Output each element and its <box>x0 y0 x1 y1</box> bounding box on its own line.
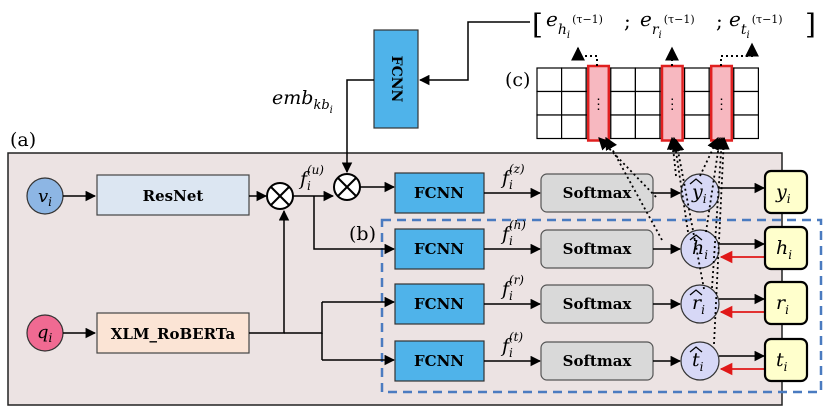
dotted-link-pred-r-to-r-column <box>671 138 705 290</box>
image-input-label: vi <box>38 186 52 209</box>
table-cell <box>560 114 587 140</box>
kb-fcnn-box <box>373 29 419 129</box>
formula-term-t: eti(τ−1) <box>729 7 783 41</box>
hat-accent-h <box>689 234 703 241</box>
softmax-label-h: Softmax <box>563 240 633 258</box>
kb-fcnn-label: FCNN <box>388 56 404 103</box>
fcnn-label-z: FCNN <box>414 184 464 202</box>
panel-a-label: (a) <box>10 129 36 151</box>
dotted-link-pred-z-to-h-column <box>598 137 657 198</box>
formula-term-h: ehi(τ−1) <box>546 7 603 41</box>
embedding-table: ⋮ ⋮ ⋮ <box>536 64 759 345</box>
panel-b-dashed-box <box>380 218 823 394</box>
multiply-fusion-node-1 <box>266 182 294 210</box>
fcnn-box-h <box>394 228 485 270</box>
prediction-label-t: ti <box>692 349 704 374</box>
xlm-roberta-encoder-label: XLM_RoBERTa <box>111 325 236 343</box>
target-box-t <box>763 337 809 383</box>
dotted-link-pred-h-to-r-column <box>669 136 689 233</box>
table-cell <box>536 114 563 140</box>
target-box-r <box>763 280 809 326</box>
panel-c-label: (c) <box>505 69 530 91</box>
dotted-link-h-to-formula <box>571 46 598 66</box>
fcnn-label-h: FCNN <box>414 240 464 258</box>
target-label-h: hi <box>776 237 792 262</box>
fcnn-label-r: FCNN <box>414 295 464 313</box>
resnet-encoder-box <box>96 174 250 216</box>
embedding-ellipsis-t: ⋮ <box>715 96 729 112</box>
dotted-link-pred-h-to-t-column <box>705 136 725 233</box>
fcnn-label-t: FCNN <box>414 352 464 370</box>
hat-accent-z <box>689 178 703 185</box>
table-cell <box>733 67 759 93</box>
embedding-formula: [ ehi(τ−1) ; eri(τ−1) ; eti(τ−1) ] <box>532 7 816 41</box>
softmax-label-t: Softmax <box>563 352 633 370</box>
table-cell <box>560 90 587 116</box>
target-label-r: ri <box>776 292 789 317</box>
multiply-fusion-node-2 <box>333 173 361 201</box>
panel-b-label: (b) <box>349 223 376 245</box>
table-cell <box>610 90 636 116</box>
arrow-kb-fcnn-to-fusion2 <box>341 79 374 174</box>
table-cell <box>733 114 759 140</box>
prediction-label-h: hi <box>692 237 708 262</box>
fusion-feature-label: fi(u) <box>298 163 324 193</box>
formula-sep-2: ; <box>716 9 723 33</box>
head-row-z: FCNN fi(z) Softmax yi yi <box>394 162 809 215</box>
dotted-link-pred-t-to-t-column <box>713 136 730 345</box>
table-cell <box>634 67 661 93</box>
table-cell <box>683 90 710 116</box>
table-cell <box>610 67 636 93</box>
head-row-t: FCNN fi(t) Softmax ti ti <box>394 330 809 383</box>
target-label-t: ti <box>776 349 788 374</box>
table-cell <box>536 67 563 93</box>
table-cell <box>536 90 563 116</box>
head-feature-label-r: fi(r) <box>500 273 524 303</box>
target-box-h <box>763 225 809 271</box>
fcnn-box-z <box>394 172 485 214</box>
head-feature-label-t: fi(t) <box>500 330 523 360</box>
softmax-label-z: Softmax <box>563 184 633 202</box>
prediction-label-r: ri <box>692 292 705 317</box>
fcnn-box-r <box>394 283 485 325</box>
dotted-link-pred-r-to-t-column <box>711 136 728 289</box>
table-cell <box>634 114 661 140</box>
hat-accent-t <box>689 346 703 353</box>
kb-embedding-label: embkbi <box>272 87 333 116</box>
arrow-formula-to-kb-fcnn <box>418 21 530 86</box>
prediction-label-z: yi <box>691 181 707 206</box>
table-cell <box>560 67 587 93</box>
table-cell <box>610 114 636 140</box>
formula-close-bracket: ] <box>805 8 816 41</box>
fcnn-box-t <box>394 340 485 382</box>
head-row-r: FCNN fi(r) Softmax ri ri <box>394 273 809 326</box>
resnet-encoder-label: ResNet <box>143 187 204 205</box>
line-fusion-feature-to-h-head <box>313 196 396 255</box>
embedding-ellipsis-h: ⋮ <box>592 96 606 112</box>
question-input-label: qi <box>37 322 53 345</box>
dotted-link-pred-h-to-h-column <box>605 136 663 241</box>
table-cell <box>733 90 759 116</box>
target-box-z <box>763 169 809 215</box>
head-row-h: FCNN fi(h) Softmax hi hi <box>394 218 809 271</box>
target-label-z: yi <box>775 181 791 206</box>
formula-term-r: eri(τ−1) <box>640 7 695 41</box>
hat-accent-r <box>689 289 703 296</box>
table-cell <box>634 90 661 116</box>
dotted-link-t-to-formula <box>720 42 759 66</box>
embedding-ellipsis-r: ⋮ <box>665 96 679 112</box>
formula-sep-1: ; <box>624 9 631 33</box>
head-feature-label-h: fi(h) <box>500 218 526 248</box>
table-cell <box>683 67 710 93</box>
table-cell <box>683 114 710 140</box>
head-feature-label-z: fi(z) <box>500 162 525 192</box>
softmax-label-r: Softmax <box>563 295 633 313</box>
formula-open-bracket: [ <box>532 8 543 41</box>
